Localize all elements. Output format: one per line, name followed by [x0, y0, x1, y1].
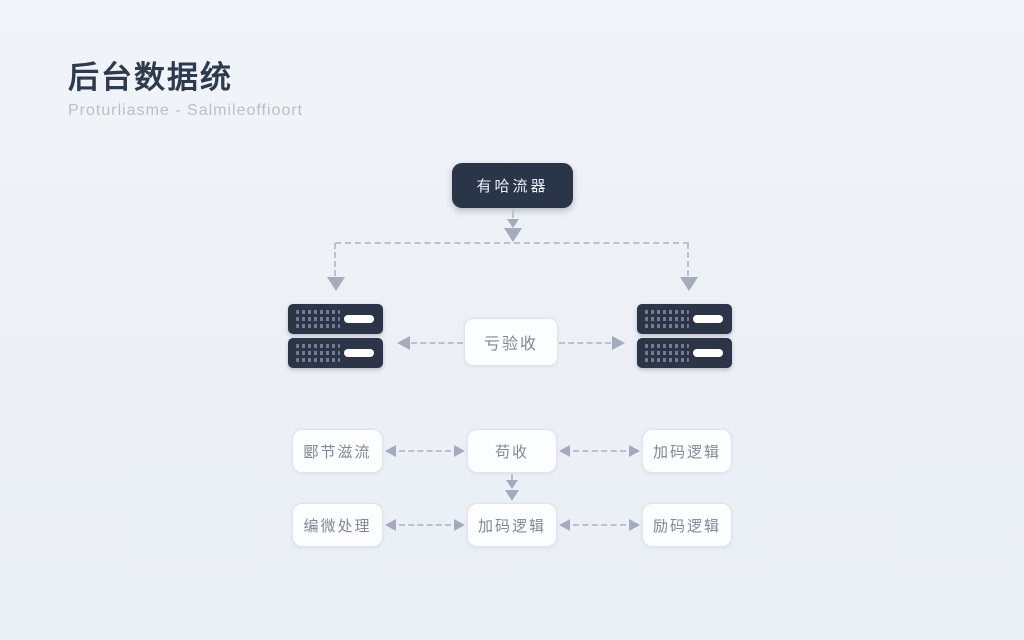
diagram-node-row1-center: 苟收	[467, 429, 557, 473]
connector-line	[334, 243, 336, 276]
arrowhead-right-icon	[612, 336, 625, 350]
arrowhead-down-icon	[505, 490, 519, 501]
node-label: 有哈流器	[476, 178, 549, 195]
double-arrow-connector	[385, 519, 465, 531]
connector-line	[335, 242, 689, 244]
arrowhead-down-icon	[507, 219, 519, 228]
server-slot	[693, 315, 723, 323]
arrowhead-down-icon	[680, 277, 698, 291]
node-label: 励码逻辑	[652, 517, 721, 535]
node-label: 郾节滋流	[303, 443, 372, 461]
diagram-node-row2-center: 加码逻辑	[467, 503, 557, 547]
connector-line	[511, 474, 513, 480]
server-slot	[693, 349, 723, 357]
double-arrow-connector	[559, 445, 640, 457]
arrowhead-right-icon	[629, 519, 640, 531]
server-icon	[288, 338, 383, 368]
arrowhead-left-icon	[385, 445, 396, 457]
connector-line	[687, 243, 689, 276]
arrowhead-left-icon	[397, 336, 410, 350]
connector-line	[512, 209, 514, 218]
double-arrow-connector	[559, 519, 640, 531]
double-arrow-connector	[385, 445, 465, 457]
arrowhead-right-icon	[454, 519, 465, 531]
diagram-node-row1-right: 加码逻辑	[642, 429, 732, 473]
connector-line	[399, 524, 451, 526]
diagram-node-row2-left: 编微处理	[292, 503, 383, 547]
page-title: 后台数据统	[68, 60, 233, 95]
diagram-node-row2-right: 励码逻辑	[642, 503, 732, 547]
node-label: 编微处理	[303, 517, 372, 535]
connector-line	[573, 524, 626, 526]
server-icon	[288, 304, 383, 334]
diagram-node-row1-left: 郾节滋流	[292, 429, 383, 473]
arrowhead-down-icon	[504, 228, 522, 242]
arrowhead-right-icon	[629, 445, 640, 457]
connector-line	[573, 450, 626, 452]
server-slot	[344, 349, 374, 357]
arrowhead-down-icon	[327, 277, 345, 291]
node-label: 苟收	[494, 443, 529, 461]
server-text-lines	[645, 344, 689, 365]
server-icon	[637, 338, 732, 368]
diagram-node-validator: 亏验收	[464, 318, 558, 366]
node-label: 亏验收	[483, 336, 538, 353]
server-text-lines	[296, 344, 340, 365]
arrowhead-right-icon	[454, 445, 465, 457]
page-subtitle: Proturliasme - Salmileoffioort	[68, 102, 304, 119]
diagram-node-gateway: 有哈流器	[452, 163, 573, 208]
server-slot	[344, 315, 374, 323]
arrowhead-left-icon	[385, 519, 396, 531]
arrowhead-left-icon	[559, 445, 570, 457]
connector-line	[559, 342, 611, 344]
server-text-lines	[645, 310, 689, 331]
server-icon	[637, 304, 732, 334]
connector-line	[399, 450, 451, 452]
arrowhead-down-icon	[506, 480, 518, 489]
arrowhead-left-icon	[559, 519, 570, 531]
server-text-lines	[296, 310, 340, 331]
connector-line	[411, 342, 463, 344]
node-label: 加码逻辑	[652, 443, 721, 461]
node-label: 加码逻辑	[477, 517, 546, 535]
